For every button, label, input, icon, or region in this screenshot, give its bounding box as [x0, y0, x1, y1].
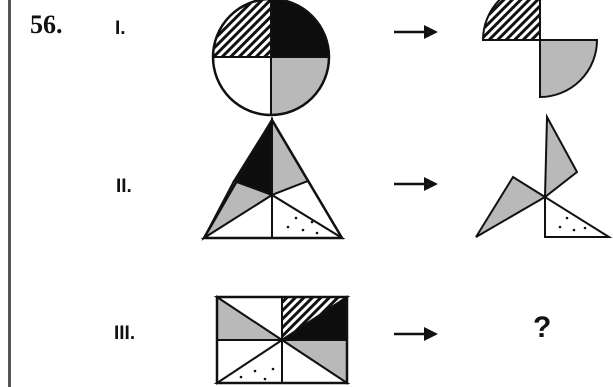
- triangle-outline: [201, 117, 345, 240]
- left-border-rule: [8, 0, 11, 387]
- question-number: 56.: [30, 10, 63, 39]
- right-arrow-icon: [394, 177, 438, 191]
- dot: [310, 220, 314, 224]
- dot: [583, 226, 587, 230]
- dot: [271, 367, 275, 371]
- dot: [565, 216, 569, 220]
- row-1-result-figure: [481, 0, 599, 99]
- dot: [239, 375, 243, 379]
- result-sector-left-gray: [475, 175, 547, 238]
- dot: [263, 377, 267, 381]
- dot: [572, 228, 576, 232]
- row-2-triangle-figure: [200, 116, 346, 241]
- dot: [558, 225, 562, 229]
- dot: [253, 369, 257, 373]
- result-quadrant-hatched: [481, 0, 541, 41]
- result-sector-bottom-dotted: [544, 195, 613, 238]
- dot: [301, 228, 305, 232]
- dot: [286, 225, 290, 229]
- circle-outline: [211, 0, 331, 117]
- row-3-label: III.: [114, 323, 136, 344]
- right-arrow-icon: [394, 327, 438, 341]
- result-quadrant-gray: [539, 39, 599, 99]
- dot: [294, 216, 298, 220]
- result-sector-top-gray: [543, 113, 579, 200]
- right-arrow-icon: [394, 25, 438, 39]
- row-1-circle-figure: [211, 0, 331, 117]
- row-2-result-figure: [475, 113, 613, 238]
- rectangle-outline: [215, 295, 349, 385]
- answer-placeholder: ?: [533, 311, 552, 344]
- row-3-rectangle-figure: [213, 295, 351, 385]
- row-1-label: I.: [115, 18, 126, 39]
- row-2-label: II.: [116, 176, 132, 197]
- dot: [315, 231, 319, 235]
